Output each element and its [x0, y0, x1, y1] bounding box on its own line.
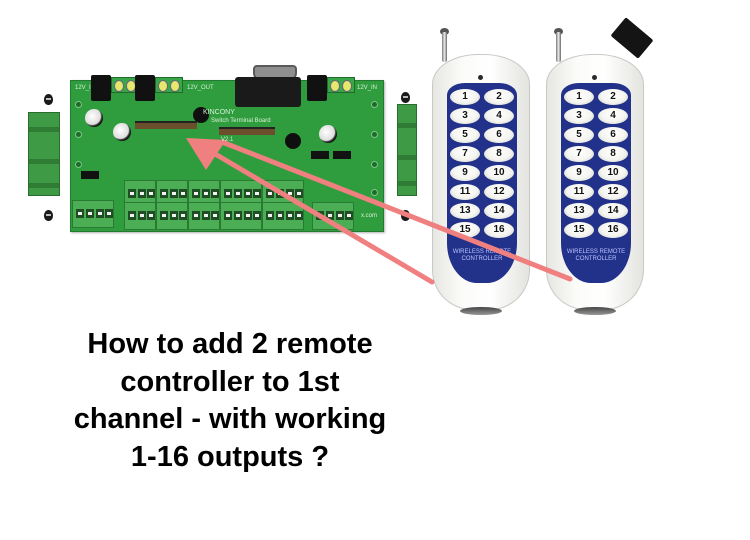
- question-line-1: How to add 2 remote: [87, 328, 373, 360]
- screw-icon: [44, 210, 53, 221]
- board-url: x.com: [361, 213, 378, 219]
- remote2-key-3[interactable]: 3: [564, 108, 594, 124]
- antenna-tip: [554, 28, 563, 35]
- remote-controller-1: 1 2 3 4 5 6 7 8 9 10 11 12 13 14 15 16 W…: [432, 28, 530, 315]
- remote1-key-12[interactable]: 12: [484, 184, 514, 200]
- remote2-key-13[interactable]: 13: [564, 203, 594, 219]
- keypad-panel: 1 2 3 4 5 6 7 8 9 10 11 12 13 14 15 16 W…: [447, 83, 517, 283]
- remote1-key-5[interactable]: 5: [450, 127, 480, 143]
- remote-shell: 1 2 3 4 5 6 7 8 9 10 11 12 13 14 15 16 W…: [432, 54, 530, 315]
- led-indicator: [592, 75, 597, 80]
- terminal-block: [124, 180, 156, 204]
- dc-jack: [307, 75, 327, 101]
- capacitor: [113, 123, 131, 141]
- ic-chip: [81, 171, 99, 179]
- terminal-block: [188, 180, 220, 204]
- remote2-key-6[interactable]: 6: [598, 127, 628, 143]
- remote1-key-13[interactable]: 13: [450, 203, 480, 219]
- remote1-key-11[interactable]: 11: [450, 184, 480, 200]
- led-indicator: [478, 75, 483, 80]
- capacitor: [85, 109, 103, 127]
- power-terminal: [155, 77, 183, 93]
- dc-jack: [91, 75, 111, 101]
- remote-brand-line1: WIRELESS REMOTE: [566, 249, 626, 255]
- remote1-key-14[interactable]: 14: [484, 203, 514, 219]
- question-text: How to add 2 remote controller to 1st ch…: [30, 326, 430, 476]
- board-label-12v-in-left: 12V_I: [75, 85, 91, 91]
- board-label-12v-in-right: 12V_IN: [357, 85, 378, 91]
- remote2-key-11[interactable]: 11: [564, 184, 594, 200]
- remote1-key-6[interactable]: 6: [484, 127, 514, 143]
- remote2-key-5[interactable]: 5: [564, 127, 594, 143]
- remote1-key-8[interactable]: 8: [484, 146, 514, 162]
- terminal-block: [156, 180, 188, 204]
- question-line-3: channel - with working: [73, 403, 387, 435]
- remote1-key-1[interactable]: 1: [450, 89, 480, 105]
- screw-icon: [401, 210, 410, 221]
- remote1-key-3[interactable]: 3: [450, 108, 480, 124]
- remote1-key-16[interactable]: 16: [484, 222, 514, 238]
- rf-receiver-module-1: [135, 121, 197, 129]
- board-label-12v-out: 12V_OUT: [187, 85, 214, 91]
- remote-controller-2: 1 2 3 4 5 6 7 8 9 10 11 12 13 14 15 16 W…: [546, 28, 644, 315]
- remote1-key-4[interactable]: 4: [484, 108, 514, 124]
- remote2-key-16[interactable]: 16: [598, 222, 628, 238]
- remote1-key-15[interactable]: 15: [450, 222, 480, 238]
- antenna: [442, 32, 447, 62]
- remote1-key-10[interactable]: 10: [484, 165, 514, 181]
- remote-shell: 1 2 3 4 5 6 7 8 9 10 11 12 13 14 15 16 W…: [546, 54, 644, 315]
- board-version: V2.1: [221, 137, 234, 143]
- power-terminal: [327, 77, 355, 93]
- ic-chip: [311, 151, 329, 159]
- remote2-key-8[interactable]: 8: [598, 146, 628, 162]
- remote1-key-2[interactable]: 2: [484, 89, 514, 105]
- remote2-key-9[interactable]: 9: [564, 165, 594, 181]
- screw-icon: [44, 94, 53, 105]
- terminal-block: [220, 202, 262, 230]
- keypad-panel: 1 2 3 4 5 6 7 8 9 10 11 12 13 14 15 16 W…: [561, 83, 631, 283]
- rf-receiver-module-2: [219, 127, 275, 135]
- question-line-2: controller to 1st: [120, 365, 340, 398]
- screw-icon: [401, 92, 410, 103]
- board-name: Switch Terminal Board: [211, 118, 271, 124]
- relay-component: [285, 133, 301, 149]
- terminal-block: [156, 202, 188, 230]
- remote2-key-2[interactable]: 2: [598, 89, 628, 105]
- antenna: [556, 32, 561, 62]
- remote1-key-9[interactable]: 9: [450, 165, 480, 181]
- antenna-tip: [440, 28, 449, 35]
- din-rail-clip-right: [397, 104, 417, 196]
- din-rail-clip-left: [28, 112, 60, 196]
- terminal-block: [312, 202, 354, 230]
- remote2-key-14[interactable]: 14: [598, 203, 628, 219]
- terminal-block: [188, 202, 220, 230]
- relay-component: [193, 107, 209, 123]
- board-brand: KINCONY: [203, 109, 235, 116]
- remote2-key-4[interactable]: 4: [598, 108, 628, 124]
- lanyard-slot: [460, 307, 502, 315]
- db9-connector: [235, 77, 301, 107]
- lanyard-slot: [574, 307, 616, 315]
- terminal-block: [72, 200, 114, 228]
- remote2-key-7[interactable]: 7: [564, 146, 594, 162]
- question-line-4: 1-16 outputs ?: [130, 440, 330, 473]
- terminal-block: [220, 180, 262, 204]
- terminal-block: [124, 202, 156, 230]
- remote-brand-line1: WIRELESS REMOTE: [452, 249, 512, 255]
- remote-brand-line2: CONTROLLER: [461, 256, 503, 262]
- remote1-key-7[interactable]: 7: [450, 146, 480, 162]
- capacitor: [319, 125, 337, 143]
- remote-brand-line2: CONTROLLER: [575, 256, 617, 262]
- remote2-key-1[interactable]: 1: [564, 89, 594, 105]
- ic-chip: [333, 151, 351, 159]
- remote2-key-15[interactable]: 15: [564, 222, 594, 238]
- remote2-key-12[interactable]: 12: [598, 184, 628, 200]
- dc-jack: [135, 75, 155, 101]
- remote2-key-10[interactable]: 10: [598, 165, 628, 181]
- terminal-block: [262, 202, 304, 230]
- terminal-block: [262, 180, 304, 204]
